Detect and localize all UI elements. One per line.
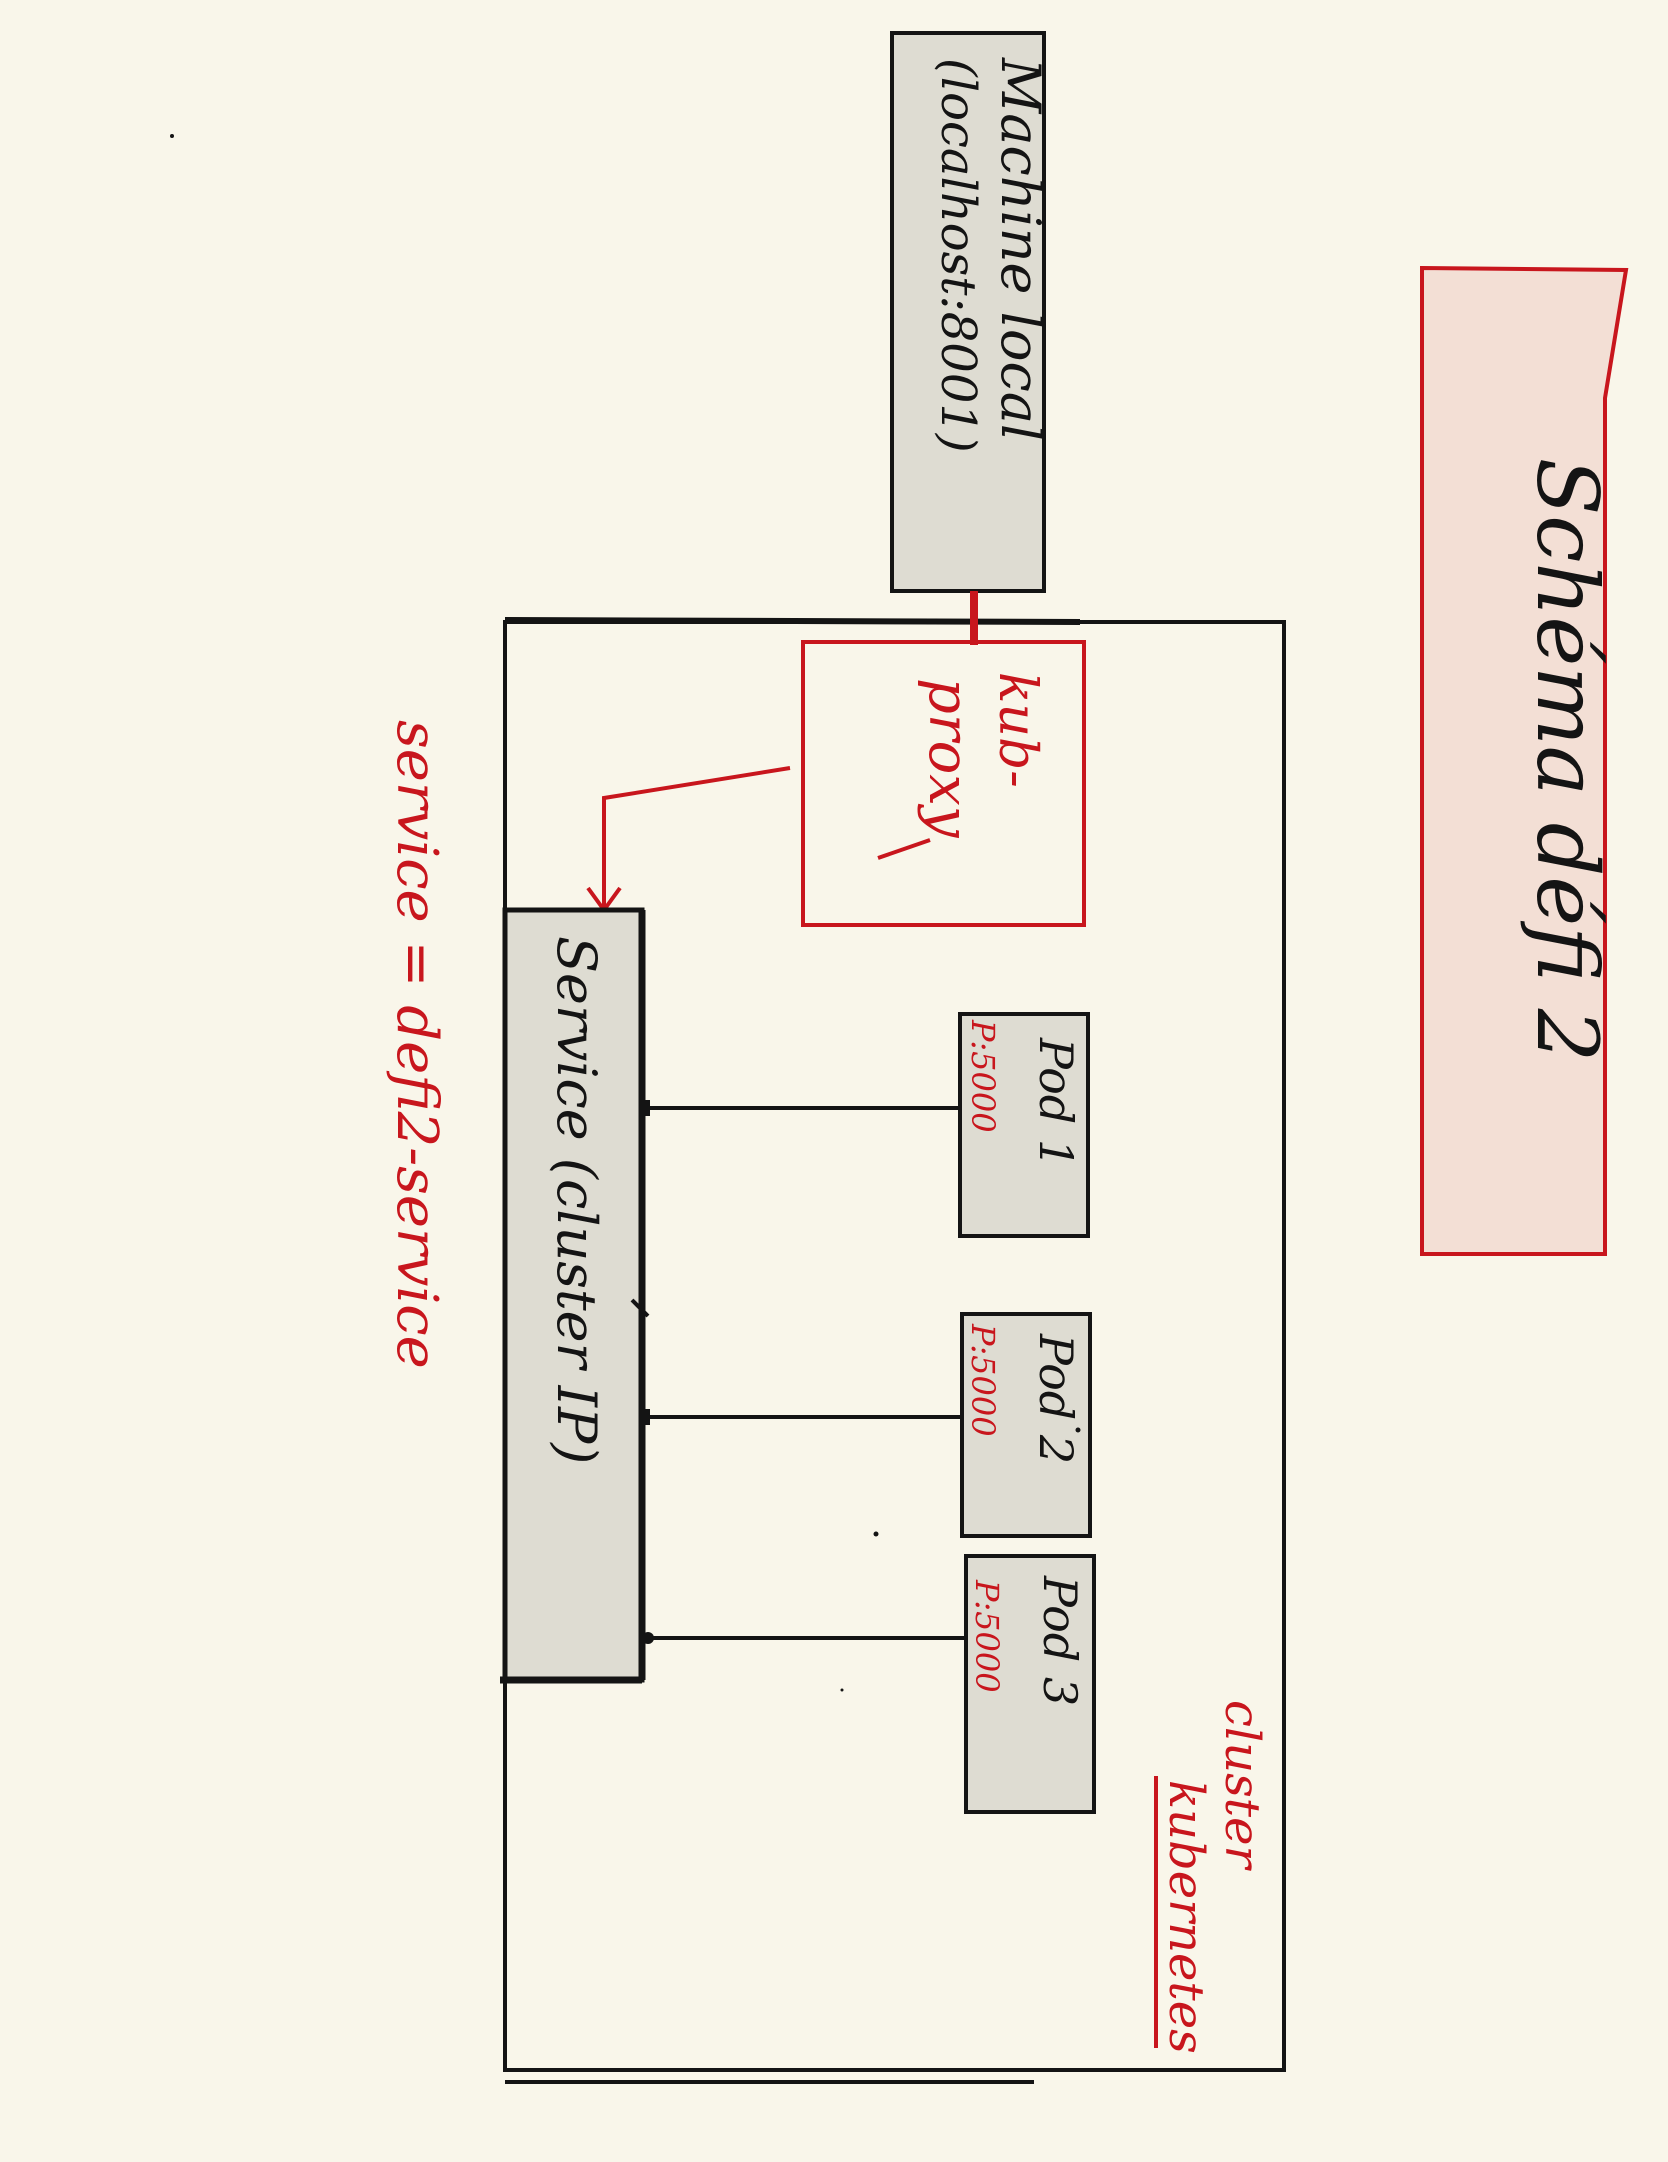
cluster-label-line1: cluster bbox=[1214, 1700, 1270, 1871]
pod-3-port: P:5000 bbox=[968, 1579, 1006, 1693]
ink-dot-1 bbox=[170, 134, 174, 138]
pod-2-port: P:5000 bbox=[964, 1323, 1002, 1437]
pod-1-port: P:5000 bbox=[964, 1019, 1002, 1133]
title-text: Schéma défi 2 bbox=[1518, 458, 1616, 1063]
service-box-label: Service (cluster IP) bbox=[545, 936, 608, 1464]
service-to-pods-links bbox=[640, 1100, 966, 1644]
kube-proxy-line1: kub- bbox=[987, 672, 1047, 788]
kube-proxy-line2: proxy bbox=[916, 678, 981, 839]
pod-1-box: Pod 1 P:5000 bbox=[958, 1012, 1090, 1238]
ink-dot-2 bbox=[1075, 1427, 1081, 1433]
ink-dot-4 bbox=[840, 1688, 844, 1692]
service-name-note: service = defi2-service bbox=[384, 720, 449, 1369]
pod-2-name: Pod 2 bbox=[1029, 1333, 1083, 1464]
cluster-label: cluster kubernetes bbox=[1154, 1700, 1270, 2054]
title-box: Schéma défi 2 bbox=[1420, 265, 1629, 1256]
pod-3-name: Pod 3 bbox=[1033, 1575, 1087, 1706]
local-machine-line2: (localhost:8001) bbox=[930, 58, 986, 453]
ink-dot-3 bbox=[873, 1531, 879, 1537]
pod-2-box: Pod 2 P:5000 bbox=[960, 1312, 1092, 1538]
cluster-label-line2: kubernetes bbox=[1158, 1780, 1214, 2054]
pod-3-box: Pod 3 P:5000 bbox=[964, 1554, 1096, 1814]
service-box: Service (cluster IP) bbox=[500, 907, 650, 1684]
pod-1-name: Pod 1 bbox=[1029, 1037, 1083, 1168]
kube-proxy-box: kub- proxy bbox=[801, 640, 1086, 927]
local-machine-box: Machine local (localhost:8001) bbox=[890, 31, 1052, 593]
proxy-to-service-arrow bbox=[586, 766, 791, 914]
local-machine-line1: Machine local bbox=[989, 57, 1052, 441]
